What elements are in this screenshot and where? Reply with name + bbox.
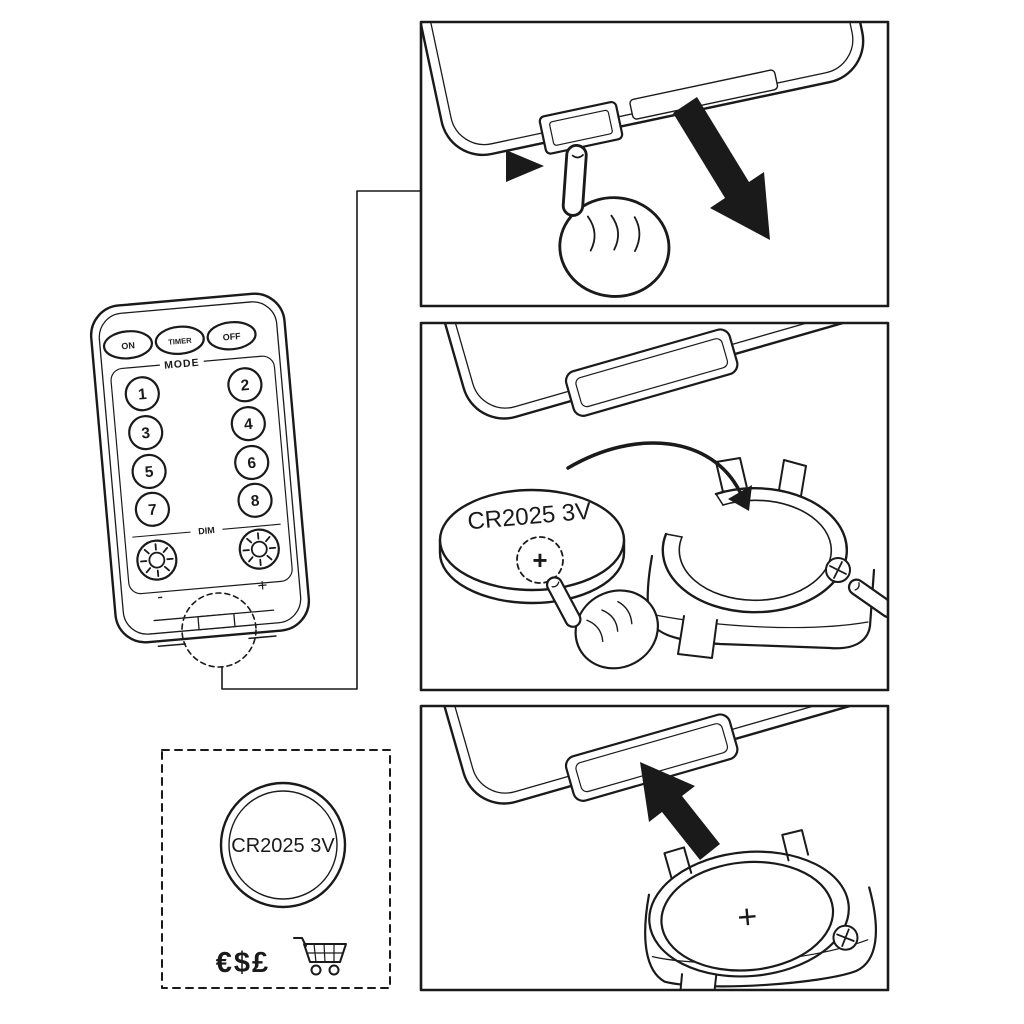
battery-model-label: CR2025 3V [231, 835, 335, 857]
retainer-clip [663, 846, 693, 880]
callout-connector-line [221, 190, 422, 690]
remote-button-6 [234, 444, 270, 481]
remote-button-3 [128, 414, 164, 451]
svg-text:7: 7 [147, 501, 157, 519]
svg-text:5: 5 [144, 464, 154, 482]
svg-text:4: 4 [243, 416, 253, 434]
mode-label: MODE [164, 357, 200, 372]
remote-button-5 [131, 453, 167, 490]
svg-text:2: 2 [240, 377, 250, 395]
remote-bottom-corner [422, 324, 887, 420]
svg-text:3: 3 [141, 425, 151, 443]
press-tab-arrow-icon [506, 150, 544, 182]
pointing-hand-icon [555, 143, 678, 302]
battery-polarity-mark: + [532, 545, 547, 575]
remote-button-on [102, 330, 154, 360]
off-button-label: OFF [222, 331, 241, 343]
tray-plus-terminal-icon [832, 924, 859, 951]
push-in-arrow-icon [640, 762, 720, 860]
slide-out-arrow-icon [673, 97, 770, 240]
insert-arrow-curve [566, 441, 742, 494]
tray-plus-terminal-icon [825, 557, 851, 583]
battery-compartment-highlight [181, 592, 257, 668]
step-2-art: CR2025 3V + [422, 324, 887, 684]
remote-button-timer [154, 325, 205, 355]
battery-retainer-ring [661, 487, 848, 614]
dim-plus-label: + [257, 576, 269, 596]
tray-pull-tab [677, 615, 718, 659]
remote-button-off [206, 321, 257, 351]
retainer-clip [781, 829, 810, 862]
battery-purchase-box: CR2025 3V €$£ [161, 749, 391, 989]
purchase-box-border [161, 749, 391, 989]
step-2-panel: CR2025 3V + [419, 321, 890, 692]
svg-text:8: 8 [250, 492, 260, 510]
retainer-clip [715, 457, 748, 493]
svg-text:6: 6 [247, 455, 257, 473]
brightness-down-button [136, 539, 178, 581]
step-2-panel-border [419, 321, 890, 692]
tray-pull-tab [678, 973, 718, 989]
polarity-highlight-circle [516, 536, 564, 584]
on-button-label: ON [121, 340, 135, 351]
battery-tray-tab [197, 612, 236, 631]
coin-battery [219, 781, 347, 909]
retainer-clip [778, 459, 807, 497]
step-3-panel-border [419, 704, 890, 992]
svg-text:1: 1 [137, 386, 147, 404]
dim-label: DIM [198, 525, 215, 536]
remote-button-8 [237, 482, 273, 518]
battery-tray-with-battery: + [644, 829, 877, 989]
tray-release-tab [538, 100, 624, 155]
remote-bottom-corner [422, 23, 865, 157]
coin-battery [660, 860, 835, 972]
insert-arrow-head-icon [728, 485, 752, 511]
tray-slot-opening [564, 328, 739, 417]
step-3-art: + [422, 707, 887, 989]
currency-symbols: €$£ [216, 947, 270, 979]
battery-polarity-mark: + [736, 897, 759, 937]
step-1-panel-border [419, 20, 890, 308]
timer-button-label: TIMER [168, 336, 193, 347]
remote-button-7 [134, 491, 171, 527]
remote-button-2 [227, 367, 263, 403]
remote-button-4 [230, 406, 266, 442]
brightness-up-button [238, 528, 280, 570]
step-3-panel: + [419, 704, 890, 992]
remote-control: ON TIMER OFF MODE 1 2 3 4 5 6 7 8 DIM - … [89, 292, 311, 648]
battery-tray [646, 457, 876, 659]
coin-battery: CR2025 3V + [438, 488, 626, 605]
shopping-cart-icon [293, 937, 347, 976]
battery-retainer-ring [648, 850, 850, 978]
dim-minus-label: - [156, 587, 163, 606]
remote-bottom-corner [422, 707, 887, 805]
remote-button-1 [124, 376, 160, 412]
tray-slot-seam [629, 69, 779, 120]
step-1-panel [419, 20, 890, 308]
step-1-art [422, 23, 865, 302]
